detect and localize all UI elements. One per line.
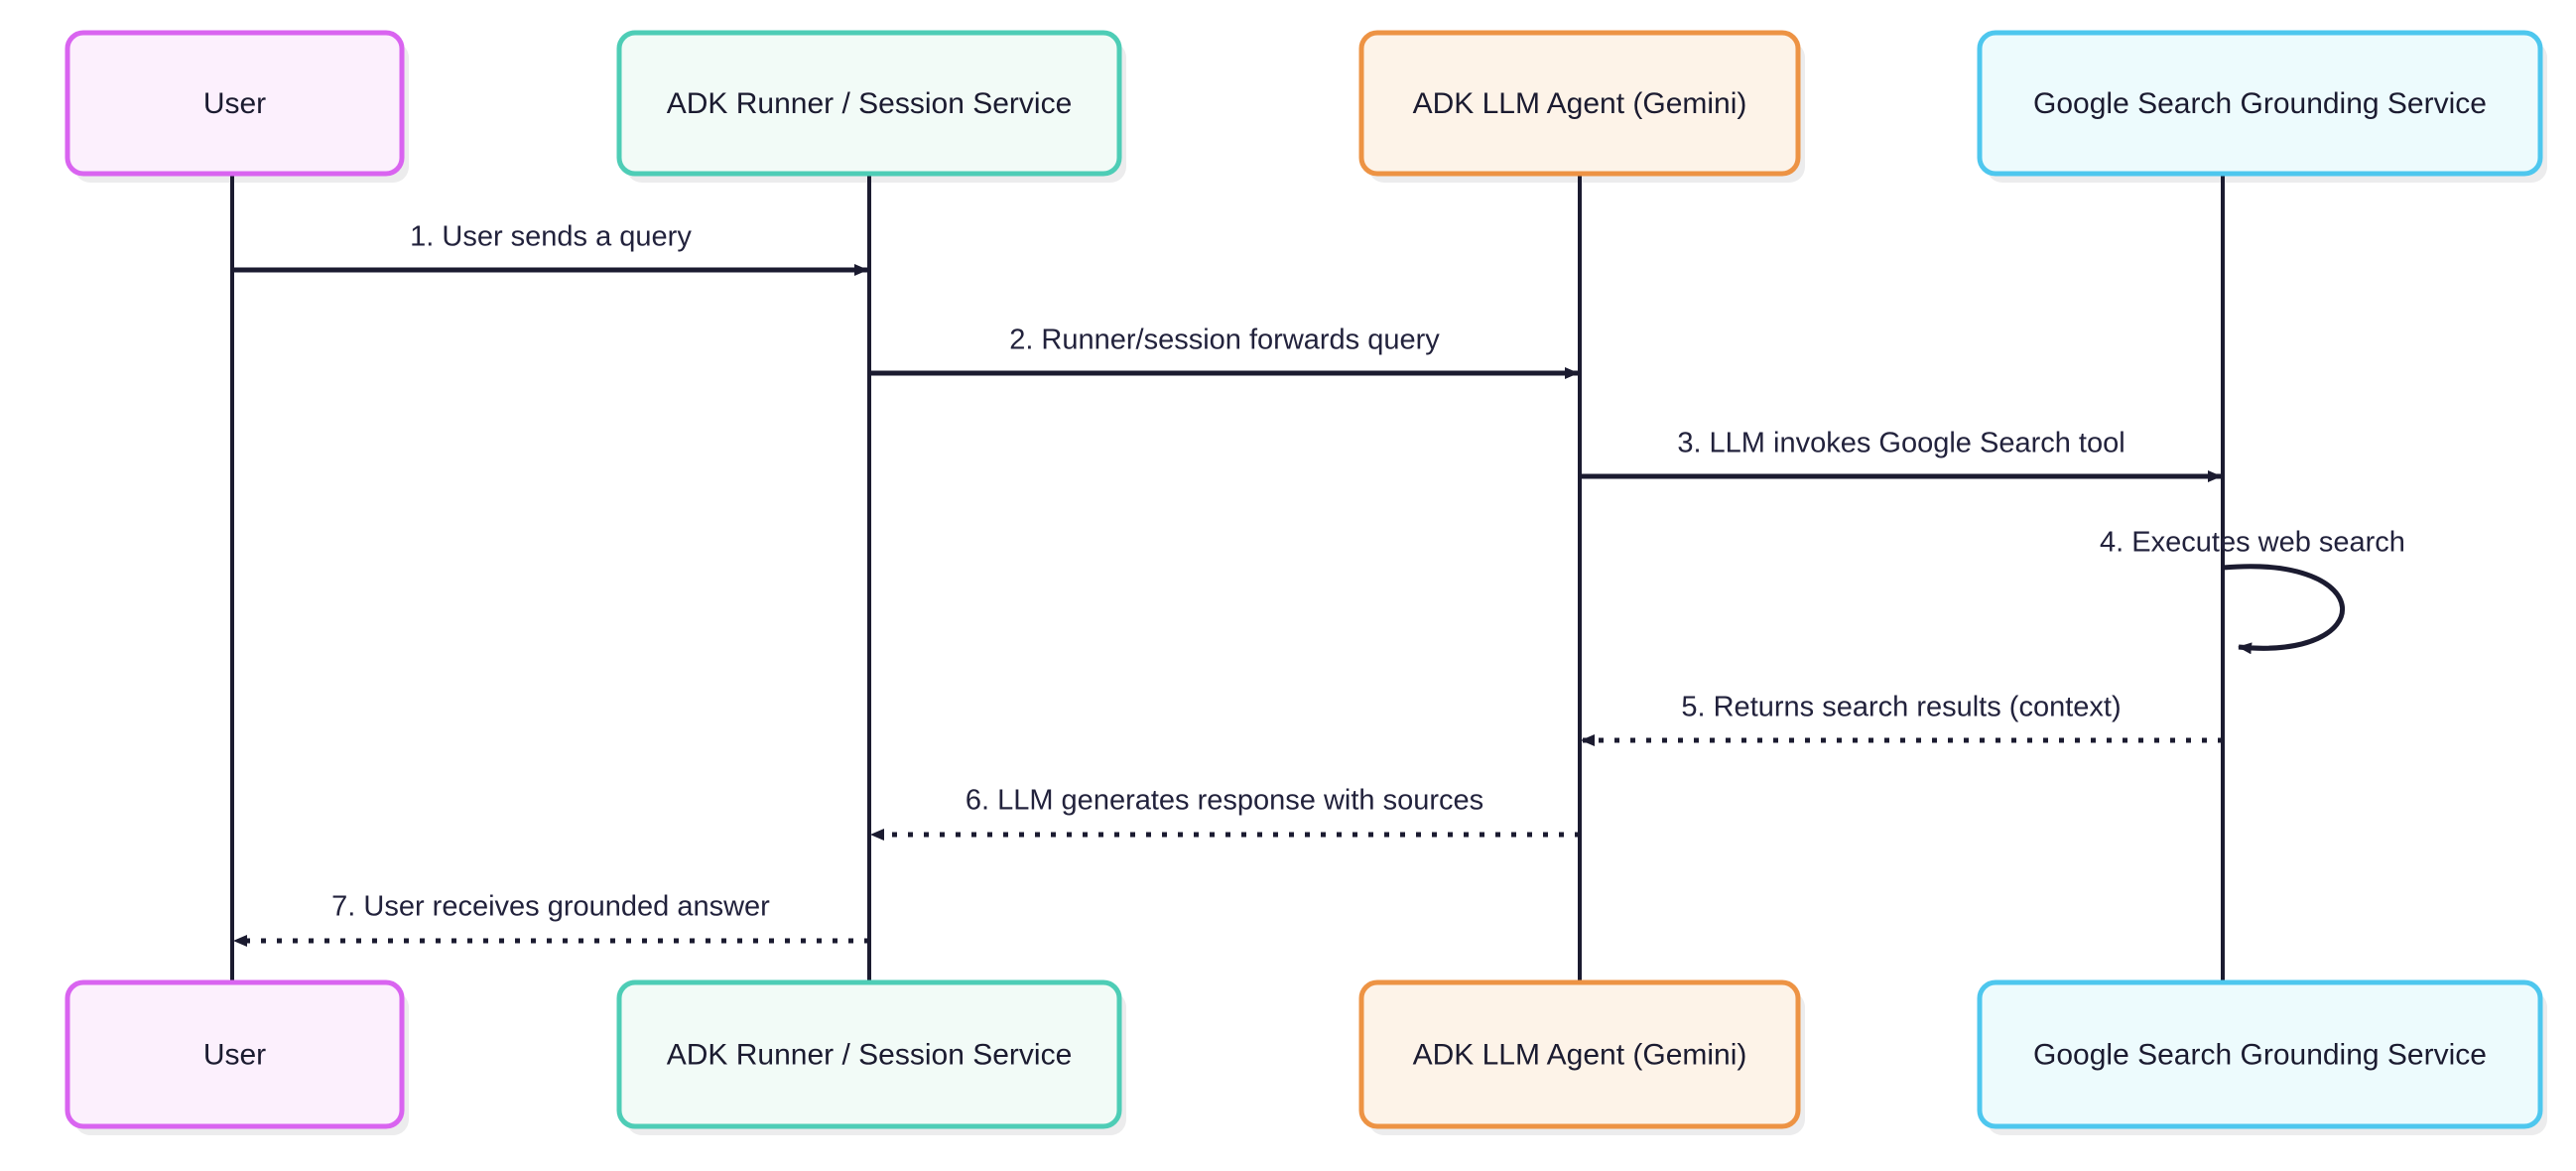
actor-label-runner: ADK Runner / Session Service bbox=[667, 1038, 1073, 1071]
actor-box-rect bbox=[616, 30, 1122, 177]
message-5: 5. Returns search results (context) bbox=[1581, 692, 2223, 746]
actor-box-rect bbox=[616, 979, 1122, 1129]
actor-label-runner: ADK Runner / Session Service bbox=[667, 87, 1073, 120]
message-7: 7. User receives grounded answer bbox=[233, 891, 869, 947]
actor-box-bottom-agent[interactable]: ADK LLM Agent (Gemini) bbox=[1358, 979, 1801, 1129]
actor-box-top-agent[interactable]: ADK LLM Agent (Gemini) bbox=[1358, 30, 1801, 177]
actor-label-user: User bbox=[203, 87, 266, 120]
actor-label-search: Google Search Grounding Service bbox=[2033, 87, 2487, 120]
message-label-4: 4. Executes web search bbox=[2100, 527, 2405, 559]
message-2: 2. Runner/session forwards query bbox=[869, 325, 1579, 379]
message-label-6: 6. LLM generates response with sources bbox=[966, 785, 1483, 817]
self-loop-arrow bbox=[2222, 564, 2346, 655]
actor-box-bottom-search[interactable]: Google Search Grounding Service bbox=[1977, 979, 2543, 1129]
actor-box-bottom-user[interactable]: User bbox=[64, 979, 405, 1129]
actor-box-rect bbox=[64, 30, 405, 177]
actor-label-agent: ADK LLM Agent (Gemini) bbox=[1413, 1038, 1747, 1071]
actor-label-user: User bbox=[203, 1038, 266, 1071]
message-label-5: 5. Returns search results (context) bbox=[1681, 692, 2121, 723]
actor-box-rect bbox=[1358, 30, 1801, 177]
actor-box-top-runner[interactable]: ADK Runner / Session Service bbox=[616, 30, 1122, 177]
message-label-3: 3. LLM invokes Google Search tool bbox=[1677, 428, 2125, 459]
box-shadows bbox=[74, 42, 2547, 1135]
actor-box-rect bbox=[1358, 979, 1801, 1129]
actor-box-rect bbox=[1977, 979, 2543, 1129]
actor-box-rect bbox=[1977, 30, 2543, 177]
message-1: 1. User sends a query bbox=[232, 221, 868, 276]
actor-label-agent: ADK LLM Agent (Gemini) bbox=[1413, 87, 1747, 120]
actor-box-rect bbox=[64, 979, 405, 1129]
message-6: 6. LLM generates response with sources bbox=[870, 785, 1580, 841]
message-4: 4. Executes web search bbox=[2100, 527, 2405, 655]
message-label-1: 1. User sends a query bbox=[410, 221, 692, 253]
actor-box-top-search[interactable]: Google Search Grounding Service bbox=[1977, 30, 2543, 177]
message-label-2: 2. Runner/session forwards query bbox=[1009, 325, 1440, 356]
lifelines-group bbox=[230, 174, 2225, 982]
message-3: 3. LLM invokes Google Search tool bbox=[1580, 428, 2222, 482]
actor-box-top-user[interactable]: User bbox=[64, 30, 405, 177]
actor-box-bottom-runner[interactable]: ADK Runner / Session Service bbox=[616, 979, 1122, 1129]
message-label-7: 7. User receives grounded answer bbox=[331, 891, 770, 923]
messages-group: 1. User sends a query 2. Runner/session f… bbox=[232, 221, 2405, 947]
actor-label-search: Google Search Grounding Service bbox=[2033, 1038, 2487, 1071]
